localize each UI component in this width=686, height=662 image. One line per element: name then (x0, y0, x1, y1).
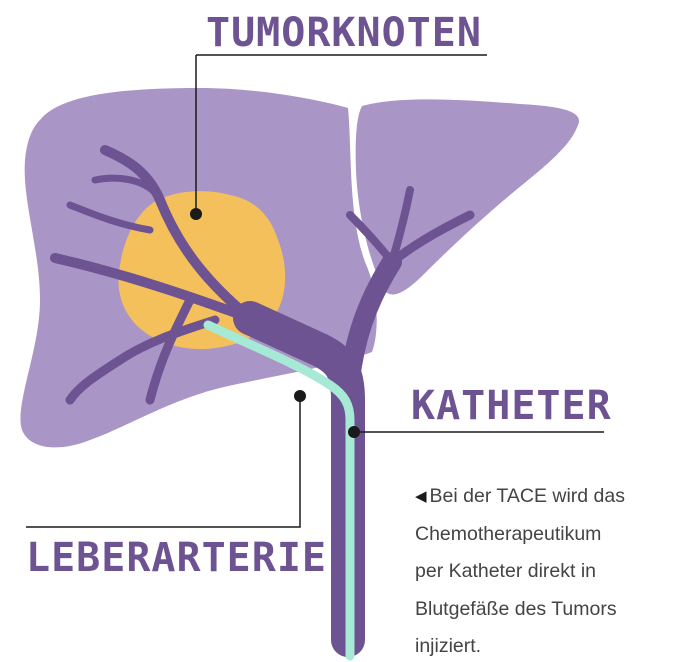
artery-marker-dot (294, 390, 306, 402)
tumor-label: TUMORKNOTEN (206, 13, 482, 53)
artery-label: LEBERARTERIE (26, 538, 327, 578)
caption-line-1-text: Bei der TACE wird das (430, 485, 625, 507)
caption-line-4: Blutgefäße des Tumors (415, 591, 677, 629)
caption-triangle-icon: ◀ (415, 488, 427, 505)
caption-line-5: injiziert. (415, 628, 677, 662)
catheter-label: KATHETER (411, 386, 612, 426)
caption-line-2: Chemotherapeutikum (415, 516, 677, 554)
caption-line-3: per Katheter direkt in (415, 553, 677, 591)
caption-line-1: ◀Bei der TACE wird das (415, 478, 677, 516)
tumor-marker-dot (190, 208, 202, 220)
catheter-marker-dot (348, 426, 360, 438)
caption-text: ◀Bei der TACE wird das Chemotherapeutiku… (415, 478, 677, 662)
